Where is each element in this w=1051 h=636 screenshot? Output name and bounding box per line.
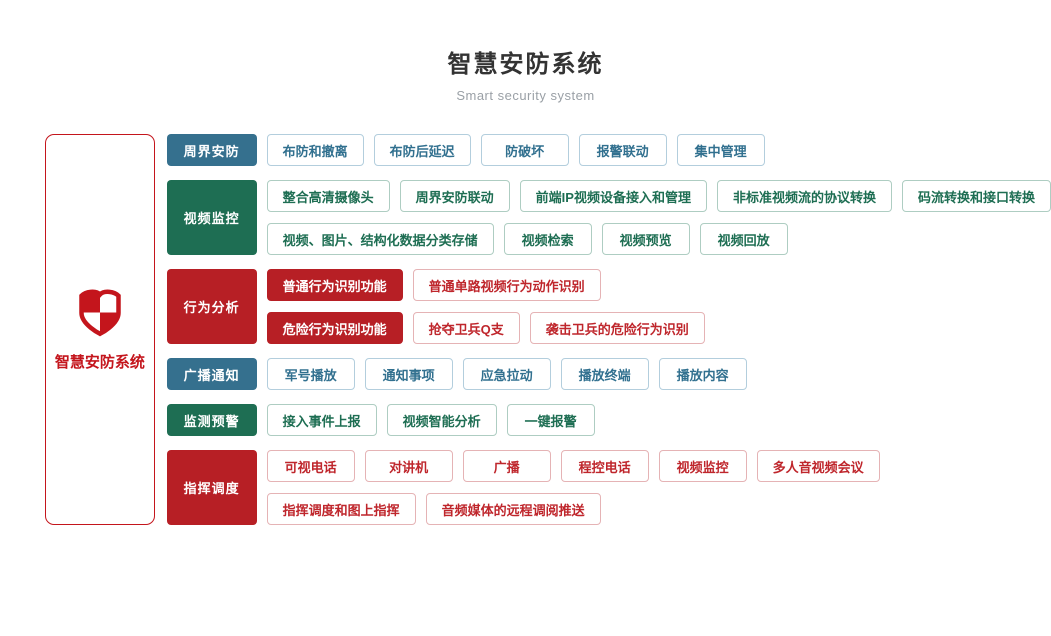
feature-line: 普通行为识别功能普通单路视频行为动作识别	[266, 269, 705, 301]
feature-item: 接入事件上报	[266, 404, 377, 436]
shield-checkered-icon	[79, 289, 121, 337]
feature-item: 非标准视频流的协议转换	[716, 180, 892, 212]
category-row: 周界安防布防和撤离布防后延迟防破坏报警联动集中管理	[166, 134, 1051, 166]
feature-lines: 可视电话对讲机广播程控电话视频监控多人音视频会议指挥调度和图上指挥音频媒体的远程…	[266, 450, 880, 525]
feature-line: 布防和撤离布防后延迟防破坏报警联动集中管理	[266, 134, 765, 166]
feature-line: 指挥调度和图上指挥音频媒体的远程调阅推送	[266, 493, 880, 525]
feature-lines: 军号播放通知事项应急拉动播放终端播放内容	[266, 358, 747, 390]
feature-item: 音频媒体的远程调阅推送	[425, 493, 601, 525]
category-row: 指挥调度可视电话对讲机广播程控电话视频监控多人音视频会议指挥调度和图上指挥音频媒…	[166, 450, 1051, 525]
feature-lines: 布防和撤离布防后延迟防破坏报警联动集中管理	[266, 134, 765, 166]
feature-item: 可视电话	[266, 450, 355, 482]
page-subtitle: Smart security system	[456, 88, 595, 103]
feature-item: 抢夺卫兵Q支	[412, 312, 520, 344]
page-title: 智慧安防系统	[447, 51, 604, 78]
feature-item: 普通单路视频行为动作识别	[412, 269, 601, 301]
feature-lines: 普通行为识别功能普通单路视频行为动作识别危险行为识别功能抢夺卫兵Q支袭击卫兵的危…	[266, 269, 705, 344]
feature-item: 防破坏	[480, 134, 569, 166]
feature-item: 视频、图片、结构化数据分类存储	[266, 223, 494, 255]
feature-item: 视频监控	[658, 450, 747, 482]
feature-line: 整合高清摄像头周界安防联动前端IP视频设备接入和管理非标准视频流的协议转换码流转…	[266, 180, 1051, 212]
feature-item: 对讲机	[364, 450, 453, 482]
feature-item: 报警联动	[578, 134, 667, 166]
feature-item: 袭击卫兵的危险行为识别	[529, 312, 705, 344]
category-row: 监测预警接入事件上报视频智能分析一键报警	[166, 404, 1051, 436]
feature-item: 播放内容	[658, 358, 747, 390]
feature-item: 指挥调度和图上指挥	[266, 493, 416, 525]
category-node: 视频监控	[166, 180, 257, 255]
feature-item: 程控电话	[560, 450, 649, 482]
category-node: 周界安防	[166, 134, 257, 166]
feature-item: 布防和撤离	[266, 134, 364, 166]
feature-item: 整合高清摄像头	[266, 180, 390, 212]
category-row: 视频监控整合高清摄像头周界安防联动前端IP视频设备接入和管理非标准视频流的协议转…	[166, 180, 1051, 255]
diagram: 智慧安防系统 周界安防布防和撤离布防后延迟防破坏报警联动集中管理视频监控整合高清…	[45, 134, 1051, 525]
category-rows: 周界安防布防和撤离布防后延迟防破坏报警联动集中管理视频监控整合高清摄像头周界安防…	[166, 134, 1051, 525]
category-node: 指挥调度	[166, 450, 257, 525]
feature-item: 多人音视频会议	[756, 450, 880, 482]
feature-item: 播放终端	[560, 358, 649, 390]
category-node: 广播通知	[166, 358, 257, 390]
feature-line: 接入事件上报视频智能分析一键报警	[266, 404, 595, 436]
feature-item: 视频预览	[601, 223, 690, 255]
root-node: 智慧安防系统	[45, 134, 155, 525]
feature-item: 视频检索	[503, 223, 592, 255]
feature-lines: 整合高清摄像头周界安防联动前端IP视频设备接入和管理非标准视频流的协议转换码流转…	[266, 180, 1051, 255]
feature-item: 集中管理	[676, 134, 765, 166]
feature-line: 军号播放通知事项应急拉动播放终端播放内容	[266, 358, 747, 390]
category-node: 监测预警	[166, 404, 257, 436]
feature-item: 码流转换和接口转换	[901, 180, 1051, 212]
feature-item: 视频回放	[699, 223, 788, 255]
feature-item: 前端IP视频设备接入和管理	[519, 180, 707, 212]
feature-item: 通知事项	[364, 358, 453, 390]
feature-item: 视频智能分析	[386, 404, 497, 436]
category-row: 广播通知军号播放通知事项应急拉动播放终端播放内容	[166, 358, 1051, 390]
feature-item: 广播	[462, 450, 551, 482]
feature-item: 应急拉动	[462, 358, 551, 390]
feature-line: 危险行为识别功能抢夺卫兵Q支袭击卫兵的危险行为识别	[266, 312, 705, 344]
feature-item: 一键报警	[506, 404, 595, 436]
category-row: 行为分析普通行为识别功能普通单路视频行为动作识别危险行为识别功能抢夺卫兵Q支袭击…	[166, 269, 1051, 344]
feature-item: 军号播放	[266, 358, 355, 390]
feature-item: 布防后延迟	[373, 134, 471, 166]
feature-lines: 接入事件上报视频智能分析一键报警	[266, 404, 595, 436]
feature-item: 普通行为识别功能	[266, 269, 403, 301]
feature-item: 危险行为识别功能	[266, 312, 403, 344]
feature-line: 视频、图片、结构化数据分类存储视频检索视频预览视频回放	[266, 223, 1051, 255]
feature-line: 可视电话对讲机广播程控电话视频监控多人音视频会议	[266, 450, 880, 482]
feature-item: 周界安防联动	[399, 180, 510, 212]
header: 智慧安防系统 Smart security system	[0, 0, 1051, 103]
category-node: 行为分析	[166, 269, 257, 344]
root-label: 智慧安防系统	[54, 354, 145, 371]
